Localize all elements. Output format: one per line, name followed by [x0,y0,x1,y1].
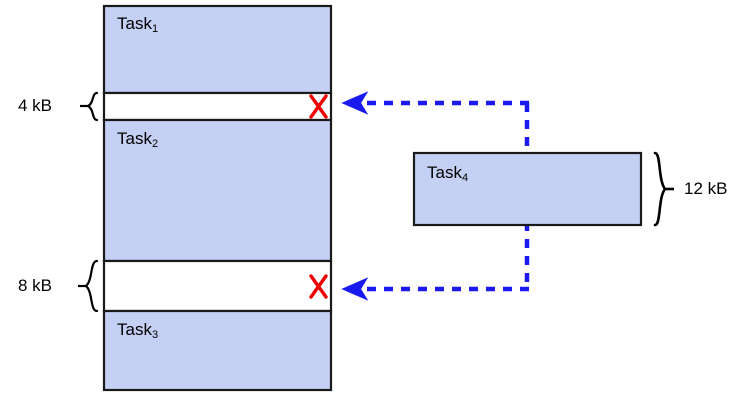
size-label-hole-8kb: 8 kB [18,276,53,295]
memory-block-task3[interactable] [102,309,333,392]
incoming-task4-group [412,151,643,227]
memory-block-task1[interactable] [102,4,333,95]
label-task1: Task1 [117,14,159,35]
size-label-task4-12kb: 12 kB [684,179,728,198]
brace-12kb [653,151,674,227]
size-label-hole-4kb: 4 kB [18,96,53,115]
label-task3-subscript: 3 [151,329,159,341]
memory-hole-8kb[interactable] [102,259,333,313]
memory-block-task2[interactable] [102,118,333,263]
reject-x-marks [309,94,328,299]
label-task1-subscript: 1 [151,23,159,35]
label-task2-subscript: 2 [151,138,159,150]
memory-hole-4kb[interactable] [102,91,333,122]
incoming-task-block-task4[interactable] [412,151,643,227]
label-task4: Task4 [427,163,469,184]
x-mark-hole-8kb [309,274,328,299]
label-task4-subscript: 4 [461,172,469,184]
label-task3: Task3 [117,320,159,341]
label-task2: Task2 [117,129,159,150]
label-task3-text: Task [117,320,152,339]
x-mark-hole-4kb [309,94,328,119]
main-memory-column [102,4,333,392]
label-task1-text: Task [117,14,152,33]
label-task4-text: Task [427,163,462,182]
label-task2-text: Task [117,129,152,148]
brace-4kb [80,91,99,122]
brace-8kb [78,259,99,313]
